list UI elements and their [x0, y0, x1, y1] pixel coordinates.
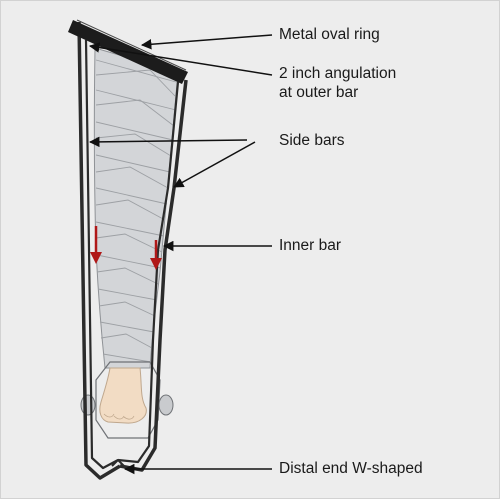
- label-angulation-line1: 2 inch angulation: [279, 65, 397, 82]
- traction-arrow-right: [150, 240, 162, 270]
- distal-w-end: [111, 459, 125, 467]
- label-distal-end: Distal end W-shaped: [279, 460, 423, 477]
- label-angulation-line2: at outer bar: [279, 84, 359, 101]
- label-metal-oval-ring: Metal oval ring: [279, 26, 380, 43]
- down-arrow-icon: [150, 258, 162, 270]
- label-angulation: 2 inch angulation at outer bar: [279, 64, 396, 102]
- outer-side-bar: [77, 21, 121, 480]
- label-inner-bar: Inner bar: [279, 237, 342, 254]
- leader-side-bars-right: [173, 141, 256, 188]
- traction-arrow-left: [90, 226, 102, 264]
- leader-side-bars-left: [88, 136, 248, 148]
- down-arrow-icon: [90, 252, 102, 264]
- inner-side-bar-inner: [117, 81, 180, 464]
- outer-side-bar-inner: [84, 39, 119, 470]
- label-side-bars: Side bars: [279, 132, 345, 149]
- leader-metal-ring: [140, 34, 273, 50]
- foot: [99, 367, 147, 424]
- inner-side-bar: [119, 79, 188, 472]
- leader-angulation: [88, 42, 273, 76]
- bandaged-leg: [93, 47, 179, 369]
